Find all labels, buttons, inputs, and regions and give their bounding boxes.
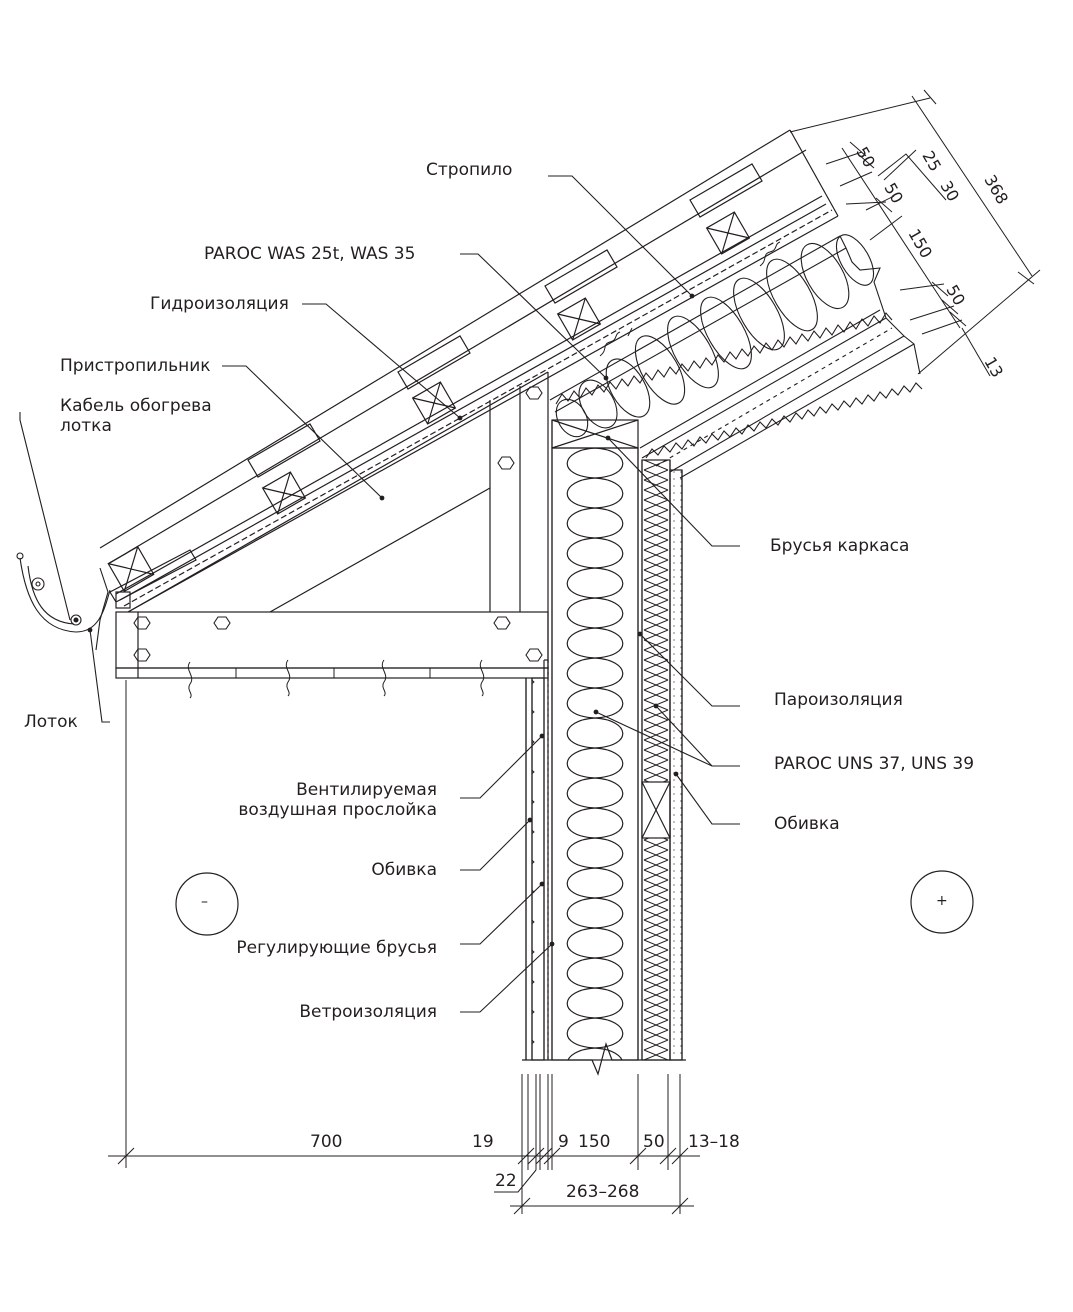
label-paroc-was: PAROC WAS 25t, WAS 35 (204, 244, 416, 264)
label-paroc-uns: PAROC UNS 37, UNS 39 (774, 754, 975, 774)
bolts (133, 386, 543, 662)
label-rafter: Стропило (426, 160, 513, 180)
dim-19: 19 (472, 1132, 494, 1152)
label-ventilated-gap: Вентилируемая воздушная прослойка (238, 780, 437, 820)
dim-700: 700 (310, 1132, 343, 1152)
label-cladding-right: Обивка (774, 814, 840, 834)
label-rafter-attachment: Пристропильник (60, 356, 211, 376)
roof-air-gap-arrows (599, 241, 781, 357)
dim-150: 150 (578, 1132, 611, 1152)
dim-50: 50 (643, 1132, 665, 1152)
wall-layers (522, 419, 686, 1076)
label-waterproofing: Гидроизоляция (150, 294, 289, 314)
inside-zone-sign: + (936, 893, 948, 909)
bottom-dimension-lines (108, 680, 700, 1215)
soffit-boards (140, 659, 540, 699)
inside-zone-circle (910, 870, 974, 934)
dim-13-18: 13–18 (688, 1132, 740, 1152)
roof-insulation (549, 234, 923, 479)
roof-dimension-lines (789, 89, 1041, 377)
roof-covering (99, 129, 839, 613)
outside-zone-circle (175, 872, 239, 936)
dim-9: 9 (558, 1132, 569, 1152)
dim-22: 22 (495, 1171, 517, 1191)
label-adjusting-bars: Регулирующие брусья (236, 938, 437, 958)
outside-zone-sign: – (201, 894, 208, 910)
label-heating-cable: Кабель обогрева лотка (60, 396, 212, 436)
label-gutter: Лоток (24, 712, 78, 732)
gutter (16, 552, 111, 651)
label-wind-barrier: Ветроизоляция (299, 1002, 437, 1022)
roof-wool-ovals (555, 234, 875, 438)
label-frame-bars: Брусья каркаса (770, 536, 910, 556)
leader-lines (19, 175, 740, 1013)
label-cladding-left: Обивка (371, 860, 437, 880)
dim-263-268: 263–268 (566, 1182, 640, 1202)
ceiling-beam (115, 386, 549, 1060)
label-vapor-barrier: Пароизоляция (774, 690, 903, 710)
leader-dots (87, 293, 695, 947)
